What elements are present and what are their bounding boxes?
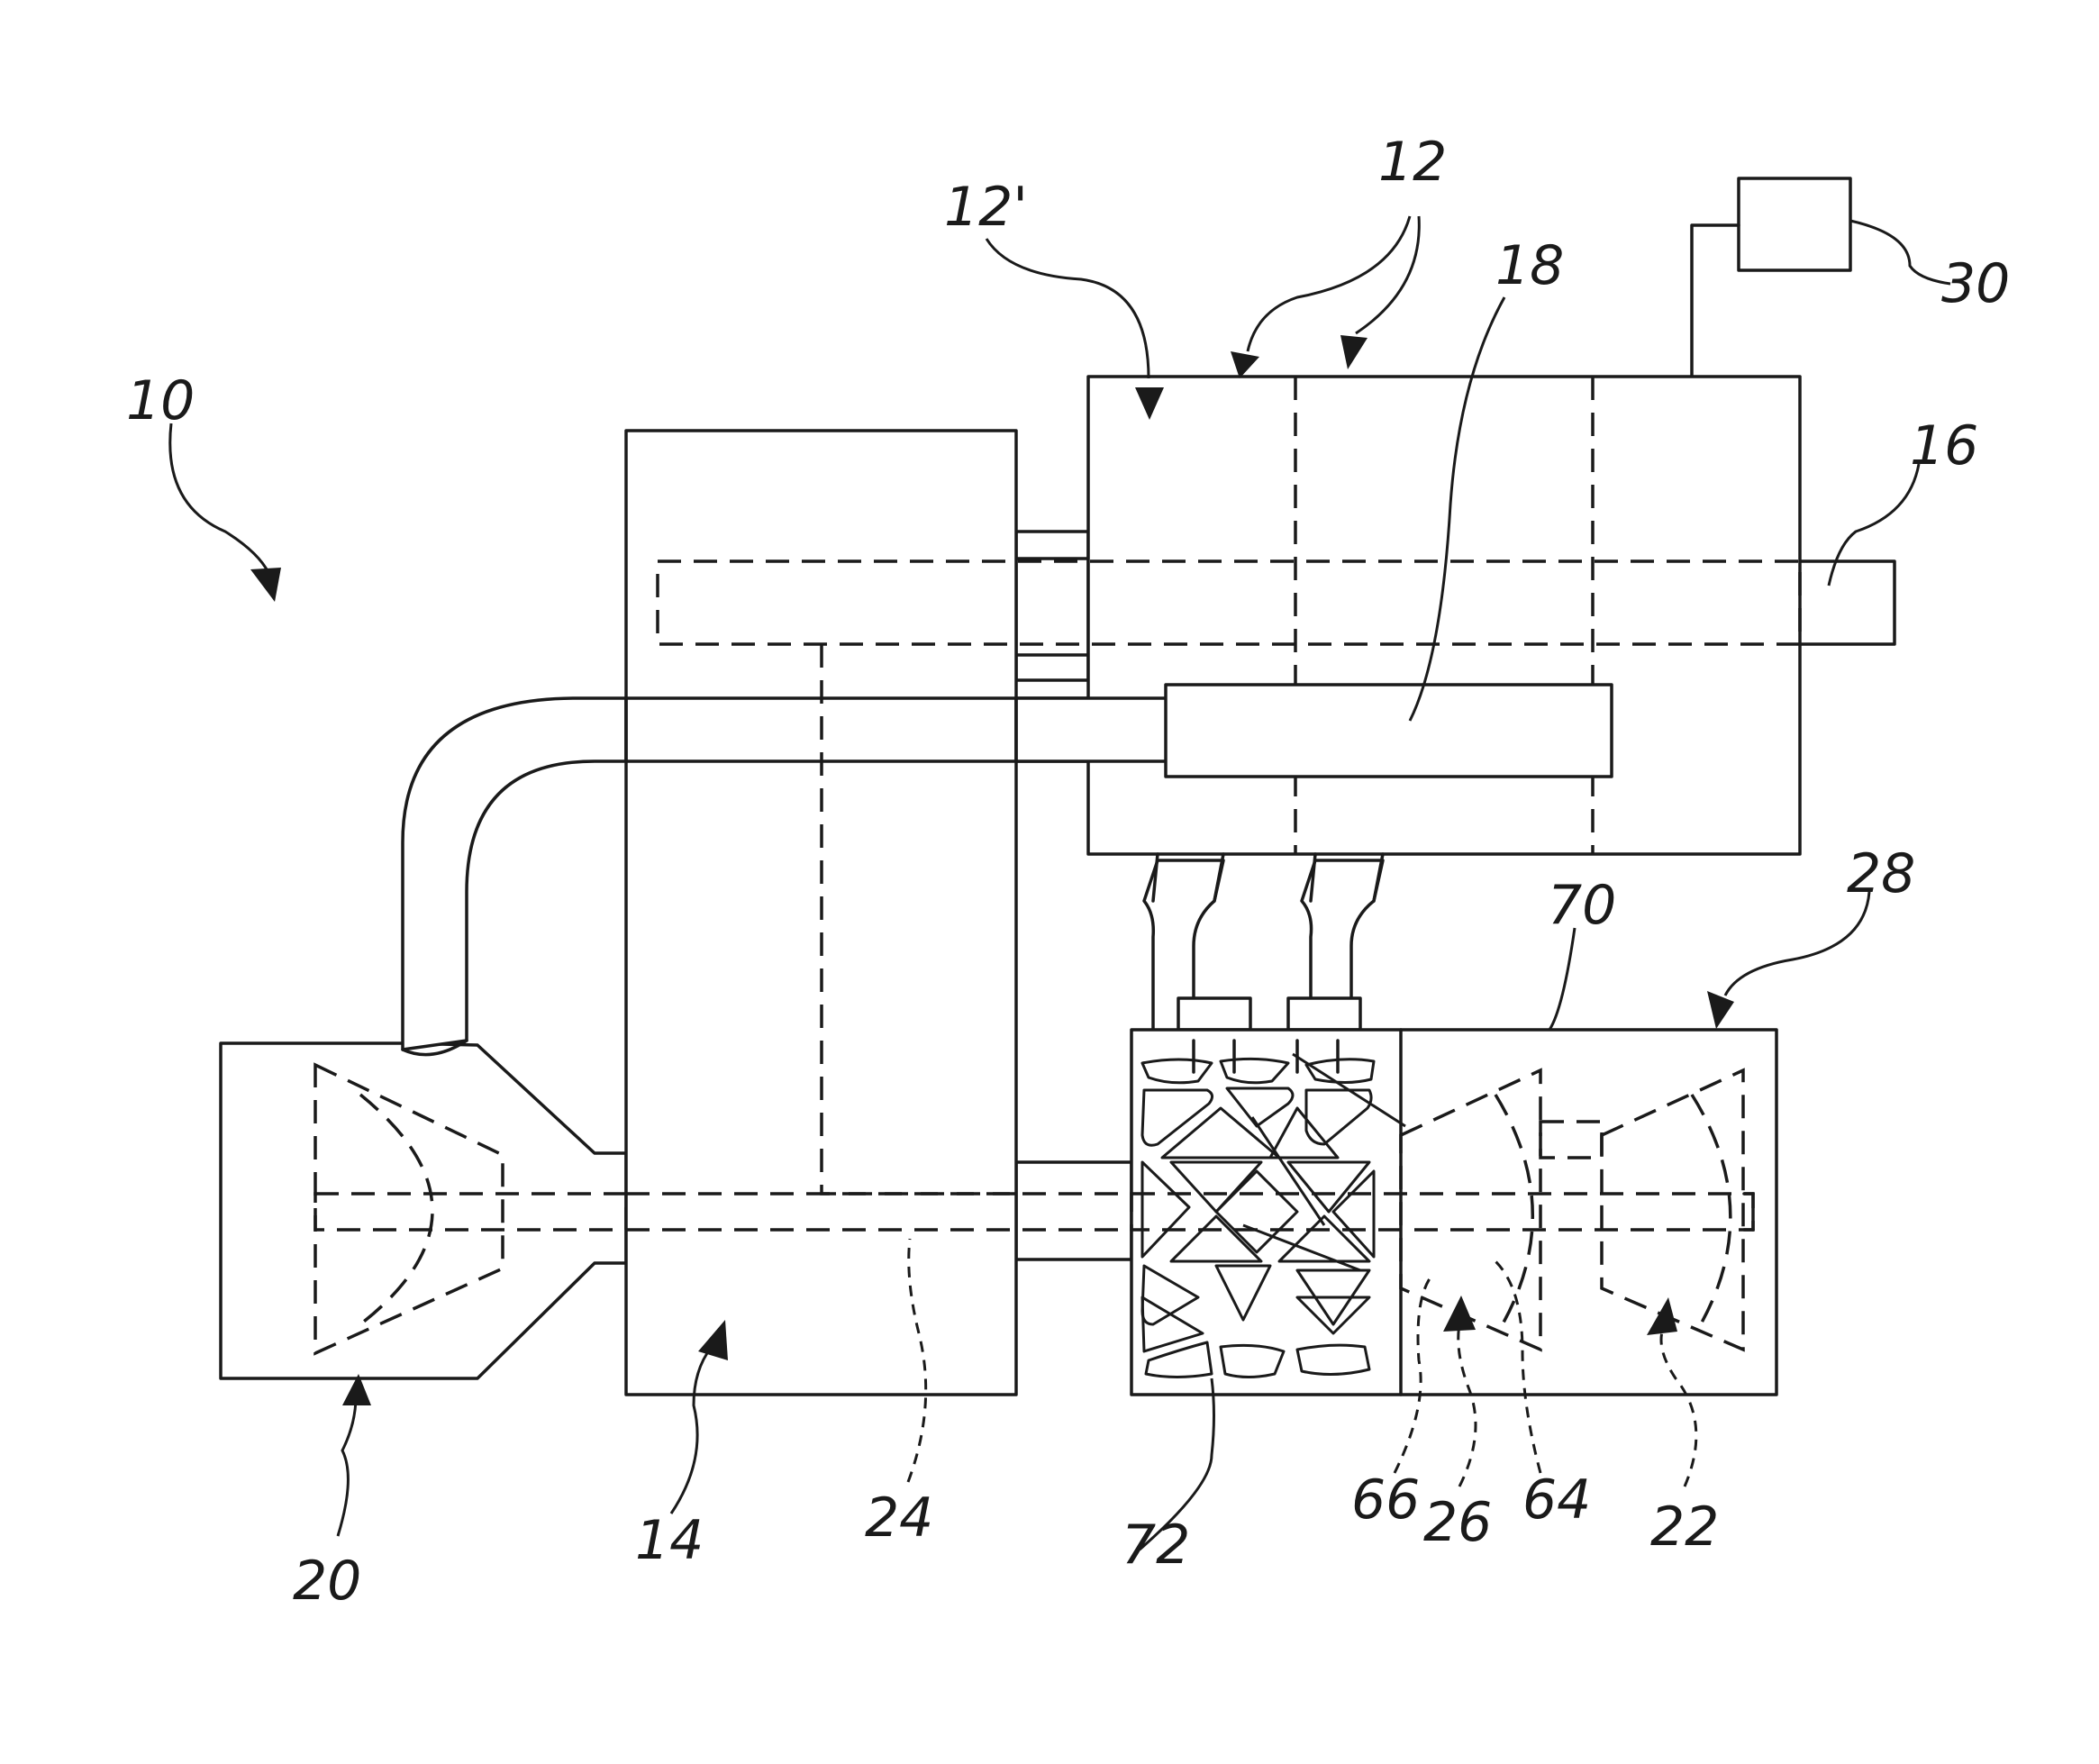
label-16: 16	[1910, 414, 1978, 477]
label-30: 30	[1941, 252, 2010, 315]
element-18	[1166, 685, 1612, 777]
label-18: 18	[1495, 234, 1564, 297]
label-12-prime: 12'	[944, 176, 1028, 239]
compressor-housing-20	[221, 1043, 626, 1378]
label-70: 70	[1548, 874, 1616, 937]
housing-28	[1131, 1030, 1776, 1395]
label-20: 20	[293, 1550, 361, 1613]
label-28: 28	[1847, 842, 1915, 905]
label-64: 64	[1522, 1468, 1591, 1532]
lower-connector	[1016, 1162, 1131, 1259]
hoses	[1144, 854, 1383, 1036]
label-12: 12	[1378, 131, 1447, 194]
housing-12	[1016, 377, 1800, 854]
label-22: 22	[1650, 1496, 1719, 1559]
label-72: 72	[1122, 1514, 1190, 1577]
label-26: 26	[1423, 1491, 1492, 1554]
label-24: 24	[865, 1487, 933, 1550]
label-14: 14	[635, 1509, 704, 1572]
label-66: 66	[1351, 1468, 1420, 1532]
label-10: 10	[126, 369, 195, 432]
upper-connectors	[1016, 532, 1088, 680]
controller-30	[1692, 178, 1850, 377]
